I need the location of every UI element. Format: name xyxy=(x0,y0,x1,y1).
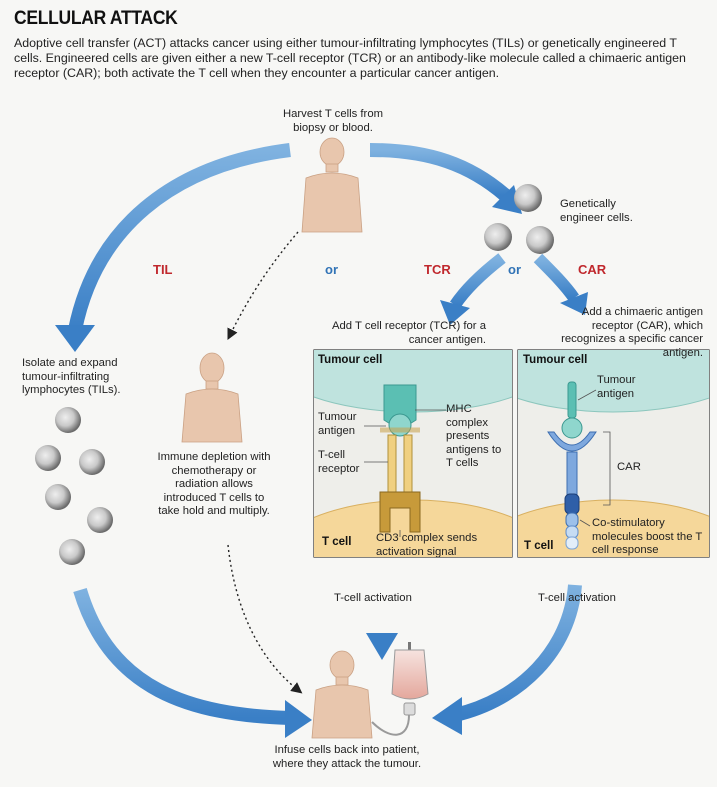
person-patient-icon xyxy=(312,651,372,738)
label-add-tcr: Add T cell receptor (TCR) for a cancer a… xyxy=(328,320,486,347)
tcr-t-cell-label: T cell xyxy=(322,536,351,548)
tcr-mhc-label: MHC complex presents antigens to T cells xyxy=(446,403,508,471)
branch-or-right: or xyxy=(508,262,521,277)
arrow-harvest-to-til xyxy=(75,150,290,330)
label-isolate: Isolate and expand tumour-infiltrating l… xyxy=(22,357,144,398)
arrow-til-to-patient xyxy=(80,590,290,718)
car-t-cell-label: T cell xyxy=(524,540,553,552)
branch-car: CAR xyxy=(578,262,606,277)
arrow-harvest-to-engineer xyxy=(370,150,505,195)
car-costim-label: Co-stimulatory molecules boost the T cel… xyxy=(592,517,706,558)
til-cells-icon xyxy=(35,407,113,565)
person-depletion-icon xyxy=(182,353,242,442)
arrow-to-tcr xyxy=(455,258,502,305)
label-activation-left: T-cell activation xyxy=(334,592,412,606)
figure-title: CELLULAR ATTACK xyxy=(14,8,178,30)
label-depletion: Immune depletion with chemotherapy or ra… xyxy=(154,451,274,519)
car-tumour-cell-label: Tumour cell xyxy=(523,354,587,366)
dotted-arrow-depletion-to-patient xyxy=(228,545,298,690)
branch-tcr: TCR xyxy=(424,262,451,277)
label-activation-right: T-cell activation xyxy=(538,592,616,606)
tcr-tumour-cell-label: Tumour cell xyxy=(318,354,382,366)
branch-til: TIL xyxy=(153,262,173,277)
label-engineer: Genetically engineer cells. xyxy=(560,198,650,225)
car-tumour-antigen-label: Tumour antigen xyxy=(597,374,657,401)
tcr-tumour-antigen-label: Tumour antigen xyxy=(318,411,366,438)
arrow-to-car xyxy=(538,258,574,298)
tcr-cd3-label: CD3 complex sends activation signal xyxy=(376,532,502,559)
car-label: CAR xyxy=(617,461,641,475)
label-harvest: Harvest T cells from biopsy or blood. xyxy=(272,108,394,135)
dotted-arrow-harvest-to-depletion xyxy=(230,232,298,335)
label-add-car: Add a chimaeric antigen receptor (CAR), … xyxy=(538,306,703,360)
branch-or-left: or xyxy=(325,262,338,277)
tcr-receptor-label: T-cell receptor xyxy=(318,449,366,476)
person-harvest-icon xyxy=(302,138,362,232)
intro-text: Adoptive cell transfer (ACT) attacks can… xyxy=(14,36,704,81)
label-infuse: Infuse cells back into patient, where th… xyxy=(262,744,432,771)
